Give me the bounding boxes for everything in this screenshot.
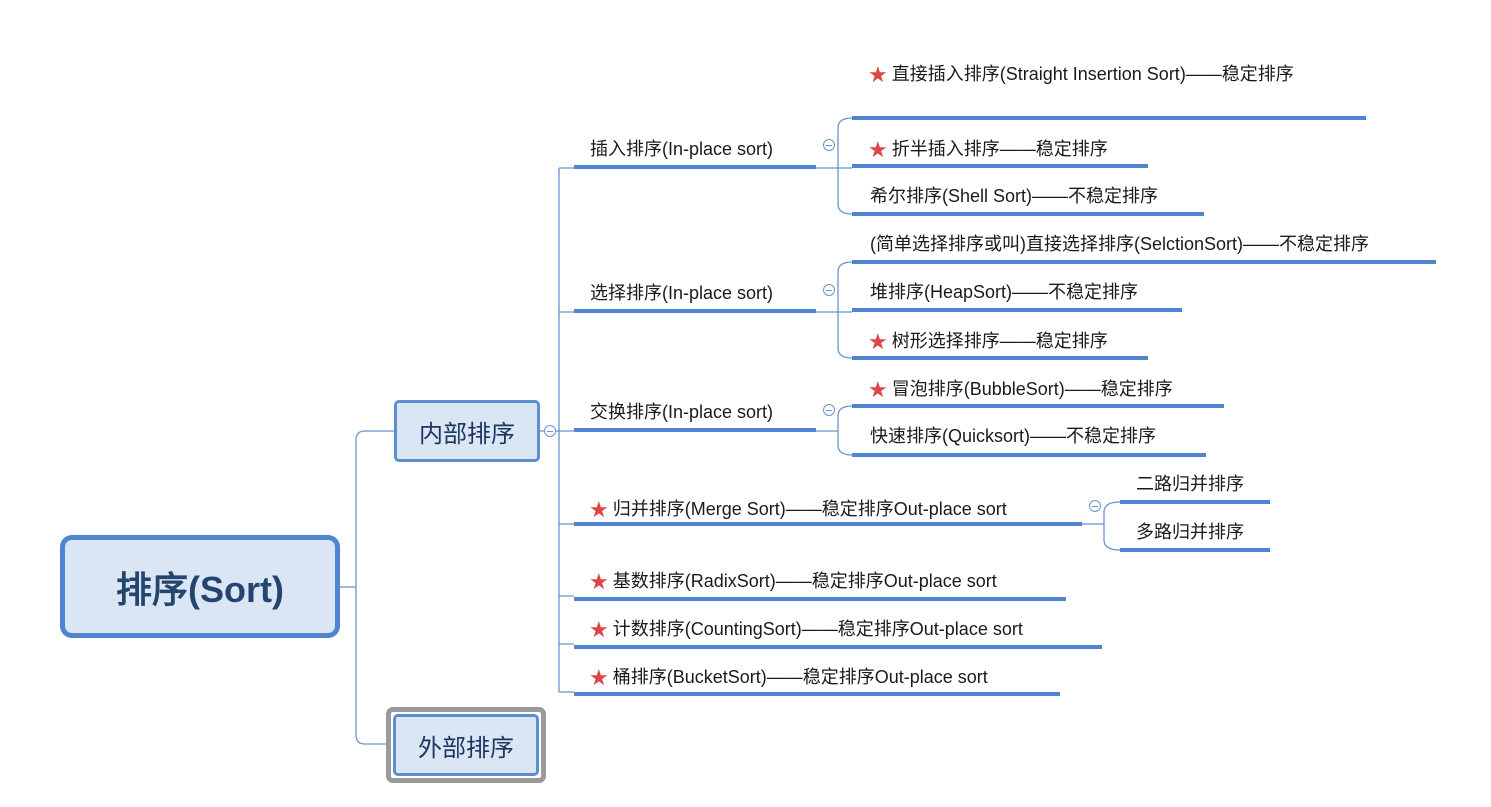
root-node[interactable]: 排序(Sort)	[60, 535, 340, 638]
heap-sort-underline	[852, 308, 1182, 312]
quick-sort-underline	[852, 453, 1206, 457]
collapse-merge-icon[interactable]	[1089, 500, 1101, 512]
star-icon: ★	[589, 665, 609, 690]
internal-sort-label: 内部排序	[419, 420, 515, 448]
insertion-sort-underline	[574, 165, 816, 169]
tree-selection-topic[interactable]: ★树形选择排序——稳定排序	[868, 329, 1108, 354]
straight-insertion-underline	[852, 116, 1366, 120]
shell-sort-topic[interactable]: 希尔排序(Shell Sort)——不稳定排序	[870, 186, 1159, 206]
exchange-sort-topic[interactable]: 交换排序(In-place sort)	[590, 402, 774, 422]
bucket-sort-topic[interactable]: ★桶排序(BucketSort)——稳定排序Out-place sort	[589, 665, 988, 690]
collapse-exchange-icon[interactable]	[823, 404, 835, 416]
bucket-sort-underline	[574, 692, 1060, 696]
two-way-merge-underline	[1120, 500, 1270, 504]
merge-sort-underline	[574, 522, 1082, 526]
collapse-insertion-icon[interactable]	[823, 139, 835, 151]
counting-sort-topic[interactable]: ★计数排序(CountingSort)——稳定排序Out-place sort	[589, 617, 1023, 642]
two-way-merge-topic[interactable]: 二路归并排序	[1136, 474, 1244, 494]
radix-sort-topic[interactable]: ★基数排序(RadixSort)——稳定排序Out-place sort	[589, 569, 997, 594]
direct-selection-underline	[852, 260, 1436, 264]
star-icon: ★	[589, 569, 609, 594]
internal-sort-node[interactable]: 内部排序	[394, 400, 540, 462]
shell-sort-underline	[852, 212, 1204, 216]
bubble-sort-underline	[852, 404, 1224, 408]
tree-selection-underline	[852, 356, 1148, 360]
bubble-sort-topic[interactable]: ★冒泡排序(BubbleSort)——稳定排序	[868, 377, 1173, 402]
external-sort-label: 外部排序	[418, 734, 514, 762]
selection-sort-underline	[574, 309, 816, 313]
quick-sort-topic[interactable]: 快速排序(Quicksort)——不稳定排序	[870, 426, 1157, 446]
multi-way-merge-underline	[1120, 548, 1270, 552]
exchange-sort-underline	[574, 428, 816, 432]
multi-way-merge-topic[interactable]: 多路归并排序	[1136, 522, 1244, 542]
star-icon: ★	[868, 377, 888, 402]
star-icon: ★	[868, 62, 888, 87]
insertion-sort-topic[interactable]: 插入排序(In-place sort)	[590, 139, 774, 159]
heap-sort-topic[interactable]: 堆排序(HeapSort)——不稳定排序	[870, 282, 1139, 302]
collapse-selection-icon[interactable]	[823, 284, 835, 296]
collapse-internal-icon[interactable]	[544, 425, 556, 437]
selection-sort-topic[interactable]: 选择排序(In-place sort)	[590, 283, 774, 303]
binary-insertion-topic[interactable]: ★折半插入排序——稳定排序	[868, 137, 1108, 162]
merge-sort-topic[interactable]: ★归并排序(Merge Sort)——稳定排序Out-place sort	[589, 497, 1007, 522]
counting-sort-underline	[574, 645, 1102, 649]
radix-sort-underline	[574, 597, 1066, 601]
star-icon: ★	[868, 137, 888, 162]
binary-insertion-underline	[852, 164, 1148, 168]
star-icon: ★	[589, 617, 609, 642]
direct-selection-topic[interactable]: (简单选择排序或叫)直接选择排序(SelctionSort)——不稳定排序	[870, 234, 1370, 254]
star-icon: ★	[868, 329, 888, 354]
external-sort-node[interactable]: 外部排序	[386, 707, 546, 783]
straight-insertion-topic[interactable]: ★直接插入排序(Straight Insertion Sort)——稳定排序	[868, 62, 1294, 87]
star-icon: ★	[589, 497, 609, 522]
